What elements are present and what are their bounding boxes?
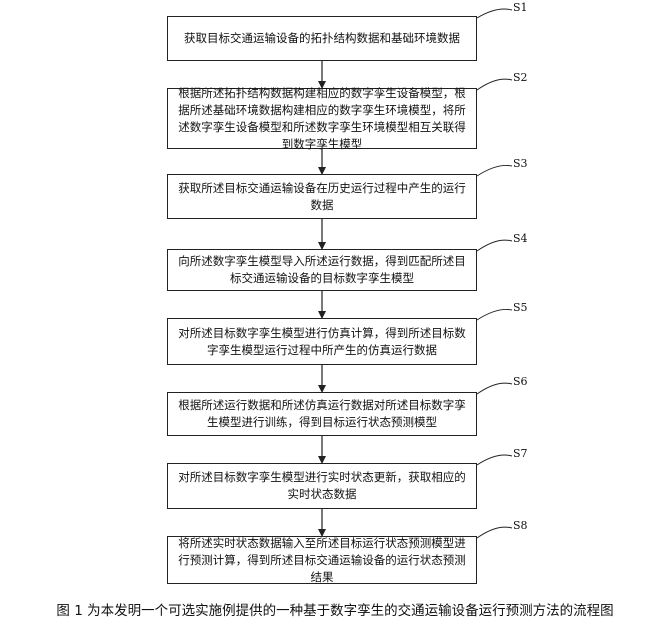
step-s1-label: S1 (513, 1, 528, 14)
step-s3-text: 获取所述目标交通运输设备在历史运行过程中产生的运行数据 (178, 180, 466, 212)
leader-s4 (476, 239, 513, 252)
step-s1-text: 获取目标交通运输设备的拓扑结构数据和基础环境数据 (184, 31, 460, 45)
step-s2-label: S2 (513, 71, 528, 84)
step-s3-box: 获取所述目标交通运输设备在历史运行过程中产生的运行数据 (167, 174, 477, 219)
step-s4-label: S4 (513, 232, 528, 245)
leader-s3 (476, 165, 513, 177)
step-s7-box: 对所述目标数字孪生模型进行实时状态更新，获取相应的实时状态数据 (167, 463, 477, 509)
leader-s5 (476, 309, 513, 321)
figure-caption: 图 1 为本发明一个可选实施例提供的一种基于数字孪生的交通运输设备运行预测方法的… (56, 603, 614, 619)
step-s6-label: S6 (513, 375, 528, 388)
leader-s8 (476, 526, 513, 539)
step-s8-box: 将所述实时状态数据输入至所述目标运行状态预测模型进行预测计算，得到所述目标交通运… (167, 536, 477, 584)
step-s2-box: 根据所述拓扑结构数据构建相应的数字孪生设备模型，根据所述基础环境数据构建相应的数… (167, 86, 477, 151)
leader-s7 (476, 454, 513, 466)
step-s5-text: 对所述目标数字孪生模型进行仿真计算，得到所述目标数字孪生模型运行过程中所产生的仿… (178, 325, 466, 357)
leader-s6 (476, 382, 513, 395)
leader-s1 (476, 8, 513, 19)
leader-s2 (476, 78, 513, 91)
step-s8-text: 将所述实时状态数据输入至所述目标运行状态预测模型进行预测计算，得到所述目标交通运… (178, 535, 466, 584)
step-s3-label: S3 (513, 157, 528, 170)
step-s7-label: S7 (513, 447, 528, 460)
step-s7-text: 对所述目标数字孪生模型进行实时状态更新，获取相应的实时状态数据 (178, 470, 466, 501)
step-s4-text: 向所述数字孪生模型导入所述运行数据，得到匹配所述目标交通运输设备的目标数字孪生模… (178, 254, 466, 285)
step-s6-box: 根据所述运行数据和所述仿真运行数据对所述目标数字孪生模型进行训练，得到目标运行状… (167, 392, 477, 436)
step-s6-text: 根据所述运行数据和所述仿真运行数据对所述目标数字孪生模型进行训练，得到目标运行状… (178, 398, 466, 429)
step-s2-text: 根据所述拓扑结构数据构建相应的数字孪生设备模型，根据所述基础环境数据构建相应的数… (178, 85, 466, 151)
step-s5-box: 对所述目标数字孪生模型进行仿真计算，得到所述目标数字孪生模型运行过程中所产生的仿… (167, 318, 477, 365)
step-s1-box: 获取目标交通运输设备的拓扑结构数据和基础环境数据 (167, 16, 477, 61)
step-s4-box: 向所述数字孪生模型导入所述运行数据，得到匹配所述目标交通运输设备的目标数字孪生模… (167, 249, 477, 291)
step-s8-label: S8 (513, 519, 528, 532)
step-s5-label: S5 (513, 301, 528, 314)
